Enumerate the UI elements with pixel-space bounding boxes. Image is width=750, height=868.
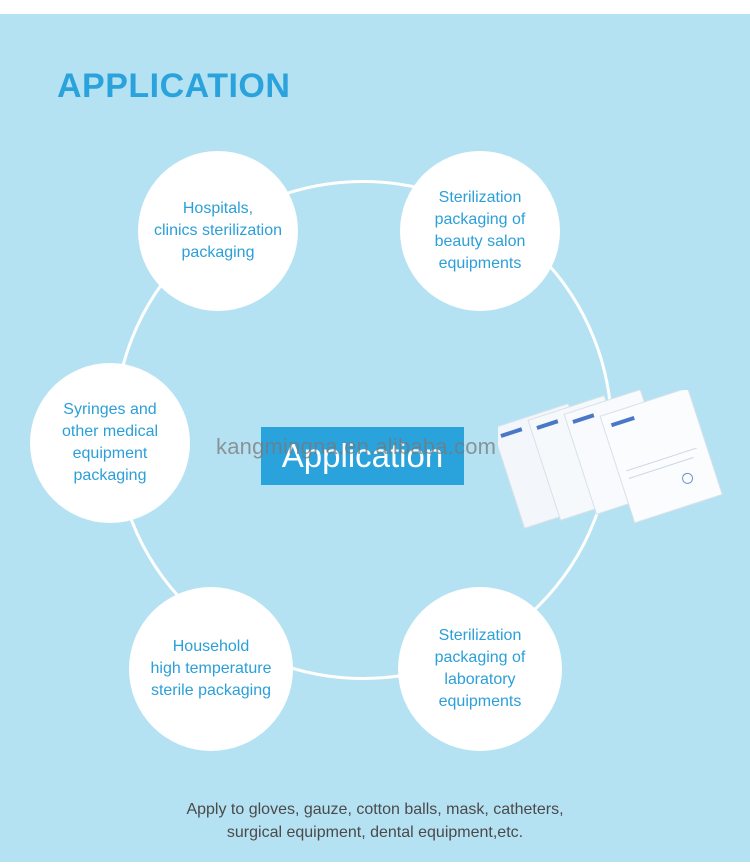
footer-description: Apply to gloves, gauze, cotton balls, ma…: [0, 798, 750, 844]
pouch-4: [599, 390, 723, 524]
application-text: Hospitals, clinics sterilization packagi…: [153, 200, 283, 261]
application-text: Sterilization packaging of laboratory eq…: [434, 627, 526, 710]
page-heading: APPLICATION: [57, 67, 291, 105]
watermark: kangmingna.en.alibaba.com: [216, 434, 497, 459]
application-text: Syringes and other medical equipment pac…: [61, 401, 159, 484]
center-label: Application: [261, 427, 464, 485]
application-bubble-laboratory: Sterilization packaging of laboratory eq…: [398, 587, 562, 751]
footer-line-1: Apply to gloves, gauze, cotton balls, ma…: [186, 801, 564, 818]
application-bubble-syringes: Syringes and other medical equipment pac…: [30, 363, 190, 523]
application-text: Household high temperature sterile packa…: [150, 638, 272, 699]
footer-line-2: surgical equipment, dental equipment,etc…: [226, 824, 524, 841]
application-panel: APPLICATION Hospitals, clinics steriliza…: [0, 14, 750, 862]
sterilization-pouches-image: [498, 390, 723, 529]
application-bubble-hospitals: Hospitals, clinics sterilization packagi…: [138, 151, 298, 311]
application-text: Sterilization packaging of beauty salon …: [434, 189, 526, 272]
application-bubble-household: Household high temperature sterile packa…: [129, 587, 293, 751]
application-bubble-beauty-salon: Sterilization packaging of beauty salon …: [400, 151, 560, 311]
